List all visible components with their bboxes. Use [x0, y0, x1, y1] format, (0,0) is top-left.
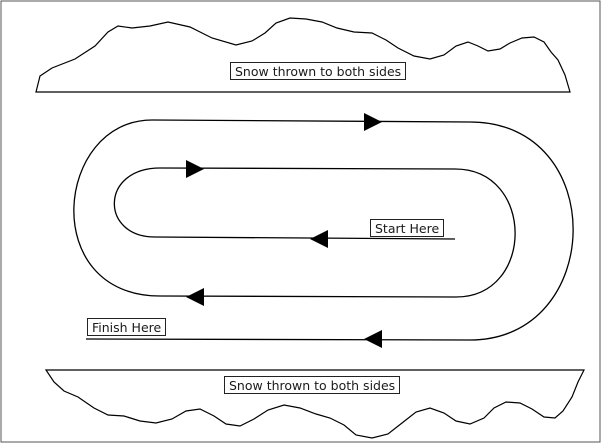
snow-bank-top — [35, 17, 571, 93]
arrow-left-outer-bottom — [186, 288, 204, 306]
arrow-right-outer-top — [364, 113, 382, 131]
path-start-lane — [154, 236, 456, 240]
arrow-left-finish-lane — [364, 330, 382, 348]
path-inner-left-turn — [113, 167, 161, 238]
snow-bottom-label: Snow thrown to both sides — [224, 376, 401, 394]
path-outer-left-turn — [73, 119, 161, 297]
finish-label: Finish Here — [87, 318, 167, 336]
path-inner-right-turn — [454, 168, 516, 298]
arrow-left-start-lane — [310, 230, 328, 248]
path-outer-top — [151, 119, 471, 123]
path-outer-right-turn — [469, 121, 574, 341]
arrow-right-inner-top — [186, 160, 204, 178]
path-finish-lane — [85, 338, 471, 341]
path-inner-top — [159, 167, 456, 170]
start-label: Start Here — [370, 219, 445, 237]
snow-top-label: Snow thrown to both sides — [230, 62, 407, 80]
path-outer-bottom — [159, 295, 457, 298]
snow-bank-bottom — [44, 369, 585, 439]
